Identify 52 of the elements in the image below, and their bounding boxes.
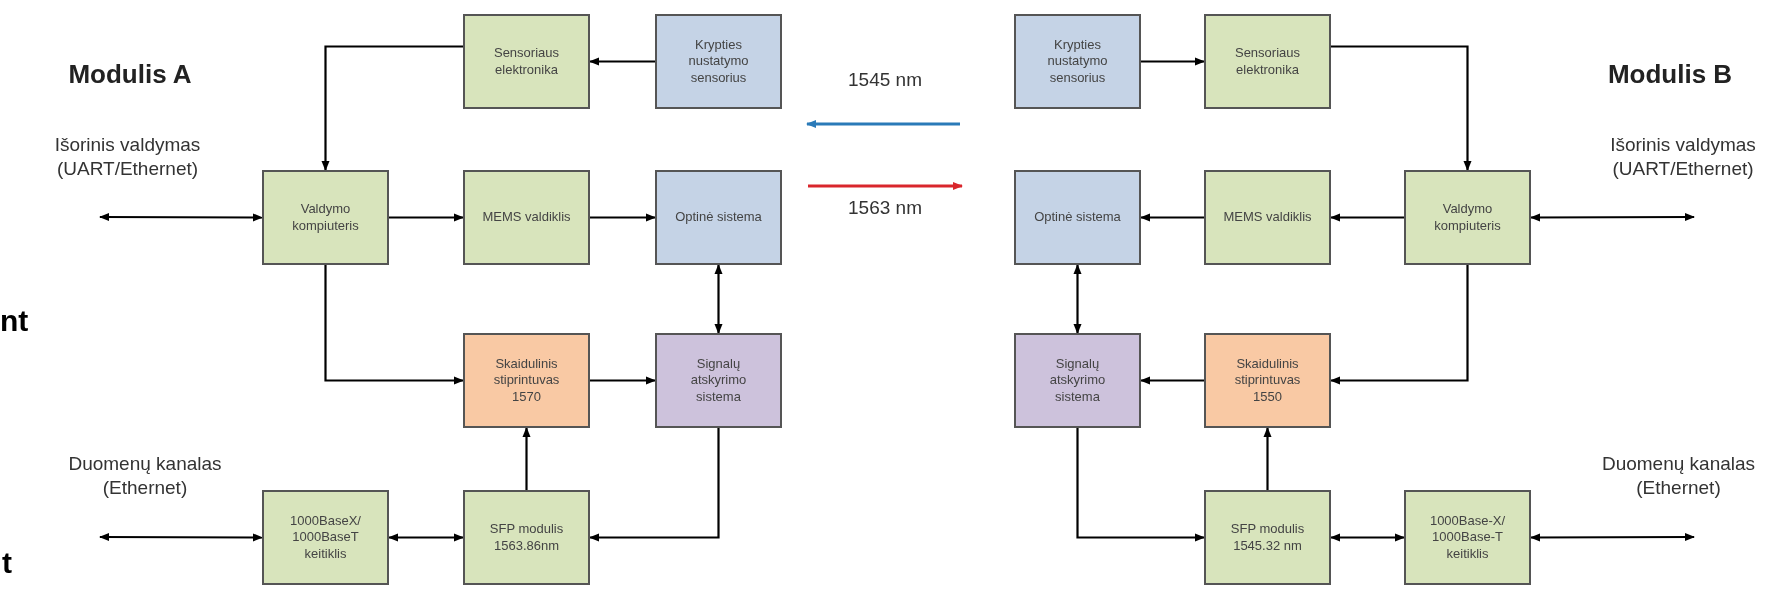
arrow (1263, 427, 1272, 490)
wavelength-label: 1545 nm (847, 68, 923, 92)
arrow (1330, 265, 1469, 385)
arrow (99, 533, 263, 542)
arrow (522, 427, 531, 490)
arrow (1076, 428, 1205, 542)
converter-box: 1000BaseX/ 1000BaseT keitiklis (262, 490, 389, 585)
arrow (589, 428, 720, 542)
port-label: Duomenų kanalas (Ethernet) (67, 452, 223, 500)
arrow (1330, 213, 1404, 222)
arrow (1330, 533, 1405, 542)
converter-box: 1000Base-X/ 1000Base-T keitiklis (1404, 490, 1531, 585)
electronics-box: Sensoriaus elektronika (1204, 14, 1331, 109)
port-label: Išorinis valdymas (UART/Ethernet) (53, 133, 202, 181)
arrow (389, 213, 464, 222)
amplifier-box: Skaidulinis stiprintuvas 1570 (463, 333, 590, 428)
module-title: Modulis A (67, 58, 193, 91)
arrow (714, 264, 723, 334)
arrow (1140, 213, 1204, 222)
sensor-box: Krypties nustatymo sensorius (1014, 14, 1141, 109)
arrow (321, 45, 463, 171)
arrow (1530, 533, 1695, 542)
optics-box: Optinė sistema (655, 170, 782, 265)
arrow (1141, 57, 1205, 66)
arrow (1140, 376, 1204, 385)
controller-box: MEMS valdiklis (1204, 170, 1331, 265)
arrow (1073, 264, 1082, 334)
separation-box: Signalų atskyrimo sistema (655, 333, 782, 428)
arrow (388, 533, 464, 542)
module-title: Modulis B (1606, 58, 1734, 91)
controller-box: MEMS valdiklis (463, 170, 590, 265)
port-label: Išorinis valdymas (UART/Ethernet) (1609, 133, 1757, 181)
arrow (590, 376, 656, 385)
arrow (1331, 45, 1472, 171)
wavelength-label: 1563 nm (847, 196, 923, 220)
electronics-box: Sensoriaus elektronika (463, 14, 590, 109)
arrow (324, 265, 464, 385)
computer-box: Valdymo kompiuteris (262, 170, 389, 265)
amplifier-box: Skaidulinis stiprintuvas 1550 (1204, 333, 1331, 428)
arrow (589, 57, 655, 66)
sfp-module-box: SFP modulis 1563.86nm (463, 490, 590, 585)
sensor-box: Krypties nustatymo sensorius (655, 14, 782, 109)
arrow (99, 213, 263, 222)
computer-box: Valdymo kompiuteris (1404, 170, 1531, 265)
sfp-module-box: SFP modulis 1545.32 nm (1204, 490, 1331, 585)
optics-box: Optinė sistema (1014, 170, 1141, 265)
text-fragment: nt (0, 303, 30, 339)
separation-box: Signalų atskyrimo sistema (1014, 333, 1141, 428)
text-fragment: t (2, 545, 13, 581)
arrow (1530, 213, 1695, 222)
port-label: Duomenų kanalas (Ethernet) (1600, 452, 1757, 500)
arrow (590, 213, 656, 222)
